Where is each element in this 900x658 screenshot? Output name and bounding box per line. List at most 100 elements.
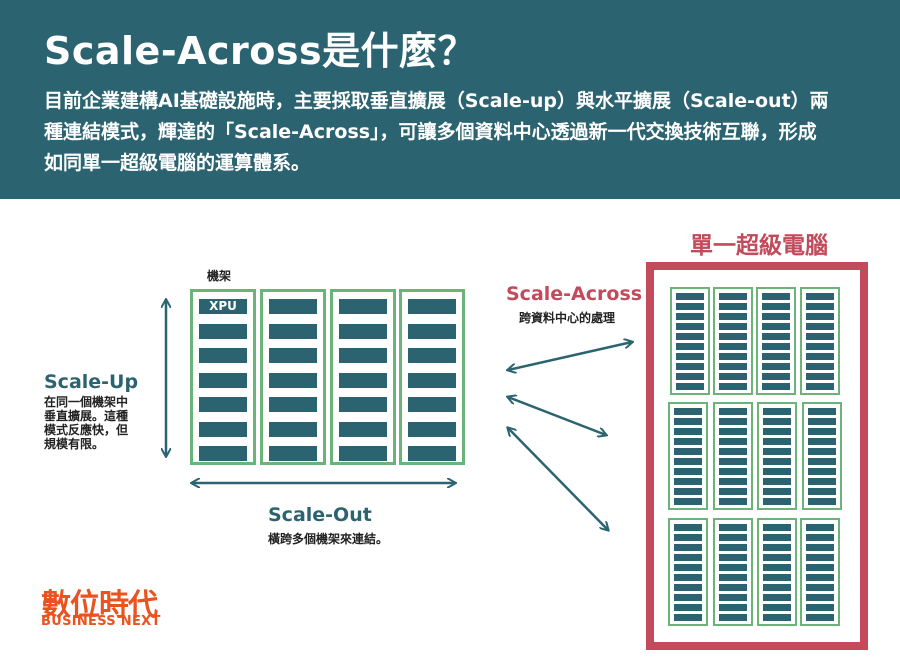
mini-xpu-unit <box>674 488 702 495</box>
mini-xpu-unit <box>763 594 791 601</box>
mini-xpu-unit <box>763 544 791 551</box>
mini-xpu-unit <box>676 383 704 390</box>
mini-xpu-unit <box>719 594 747 601</box>
scale-out-title: Scale-Out <box>268 504 372 526</box>
xpu-unit <box>408 421 456 437</box>
mini-xpu-unit <box>808 428 836 435</box>
mini-xpu-unit <box>806 373 834 380</box>
mini-xpu-unit <box>806 554 834 561</box>
mini-xpu-unit <box>808 478 836 485</box>
mini-xpu-unit <box>808 498 836 505</box>
mini-xpu-unit <box>762 323 790 330</box>
rack: XPU <box>190 289 256 465</box>
mini-xpu-unit <box>719 313 747 320</box>
mini-xpu-unit <box>719 468 747 475</box>
scale-across-arrow <box>508 397 606 435</box>
mini-xpu-unit <box>763 584 791 591</box>
mini-xpu-unit <box>806 383 834 390</box>
mini-rack <box>756 287 796 395</box>
mini-xpu-unit <box>763 428 791 435</box>
scale-across-caption: 跨資料中心的處理 <box>519 311 616 325</box>
scale-up-desc-line: 垂直擴展。這種 <box>44 409 129 423</box>
mini-xpu-unit <box>763 574 791 581</box>
mini-xpu-unit <box>763 458 791 465</box>
mini-rack <box>713 518 753 626</box>
mini-rack <box>668 402 708 510</box>
mini-xpu-unit <box>763 524 791 531</box>
mini-xpu-unit <box>719 363 747 370</box>
mini-xpu-unit <box>762 353 790 360</box>
mini-xpu-unit <box>763 468 791 475</box>
xpu-unit <box>199 397 247 412</box>
xpu-unit <box>408 348 456 363</box>
xpu-unit <box>408 446 456 461</box>
mini-xpu-unit <box>719 524 747 531</box>
mini-rack <box>802 402 842 510</box>
mini-xpu-unit <box>763 448 791 455</box>
xpu-unit <box>339 397 387 412</box>
page-title: Scale-Across是什麼？ <box>44 29 477 73</box>
mini-xpu-unit <box>762 343 790 350</box>
xpu-label: XPU <box>199 299 247 314</box>
mini-xpu-unit <box>674 468 702 475</box>
xpu-unit <box>269 372 317 388</box>
header-banner: Scale-Across是什麼？ 目前企業建構AI基礎設施時，主要採取垂直擴展（… <box>0 0 900 199</box>
mini-xpu-unit <box>806 564 834 571</box>
mini-xpu-unit <box>674 614 702 621</box>
scale-up-desc: 在同一個機架中 垂直擴展。這種 模式反應快，但 規模有限。 <box>44 395 128 451</box>
mini-xpu-unit <box>719 383 747 390</box>
mini-xpu-unit <box>719 333 747 340</box>
mini-xpu-unit <box>762 363 790 370</box>
mini-xpu-unit <box>674 524 702 531</box>
mini-xpu-unit <box>763 418 791 425</box>
xpu-unit <box>408 397 456 412</box>
mini-xpu-unit <box>719 373 747 380</box>
mini-xpu-unit <box>674 458 702 465</box>
scale-out-caption: 橫跨多個機架來連結。 <box>268 532 389 546</box>
mini-xpu-unit <box>719 428 747 435</box>
xpu-unit <box>199 323 247 339</box>
mini-xpu-unit <box>676 333 704 340</box>
mini-xpu-unit <box>763 488 791 495</box>
mini-xpu-unit <box>676 343 704 350</box>
xpu-unit <box>269 348 317 363</box>
mini-rack <box>800 518 840 626</box>
mini-xpu-unit <box>763 478 791 485</box>
xpu-unit <box>408 372 456 388</box>
mini-xpu-unit <box>719 408 747 415</box>
mini-xpu-unit <box>762 313 790 320</box>
xpu-unit <box>408 299 456 314</box>
mini-rack <box>713 402 753 510</box>
mini-rack <box>670 287 710 395</box>
scale-up-desc-line: 模式反應快，但 <box>44 423 129 437</box>
mini-xpu-unit <box>674 564 702 571</box>
xpu-unit <box>339 323 387 339</box>
mini-xpu-unit <box>719 458 747 465</box>
mini-xpu-unit <box>719 438 747 445</box>
mini-xpu-unit <box>719 534 747 541</box>
scale-up-title: Scale-Up <box>44 371 139 393</box>
mini-xpu-unit <box>719 293 747 300</box>
logo-english: BUSINESS NEXT <box>41 614 161 629</box>
xpu-unit <box>339 348 387 363</box>
logo-chinese: 數位時代 <box>41 588 158 623</box>
super-computer-frame <box>646 262 868 650</box>
mini-xpu-unit <box>674 428 702 435</box>
mini-xpu-unit <box>676 363 704 370</box>
mini-xpu-unit <box>719 574 747 581</box>
mini-xpu-unit <box>676 323 704 330</box>
mini-xpu-unit <box>808 488 836 495</box>
page-description: 目前企業建構AI基礎設施時，主要採取垂直擴展（Scale-up）與水平擴展（Sc… <box>44 90 829 174</box>
mini-xpu-unit <box>808 408 836 415</box>
mini-xpu-unit <box>806 574 834 581</box>
rack <box>399 289 465 465</box>
mini-rack <box>757 518 797 626</box>
mini-xpu-unit <box>719 343 747 350</box>
xpu-unit <box>408 323 456 339</box>
mini-xpu-unit <box>674 604 702 611</box>
rack <box>260 289 326 465</box>
mini-xpu-unit <box>806 333 834 340</box>
mini-xpu-unit <box>674 408 702 415</box>
scale-across-title: Scale-Across <box>506 283 643 305</box>
scale-up-desc-line: 規模有限。 <box>44 437 105 451</box>
